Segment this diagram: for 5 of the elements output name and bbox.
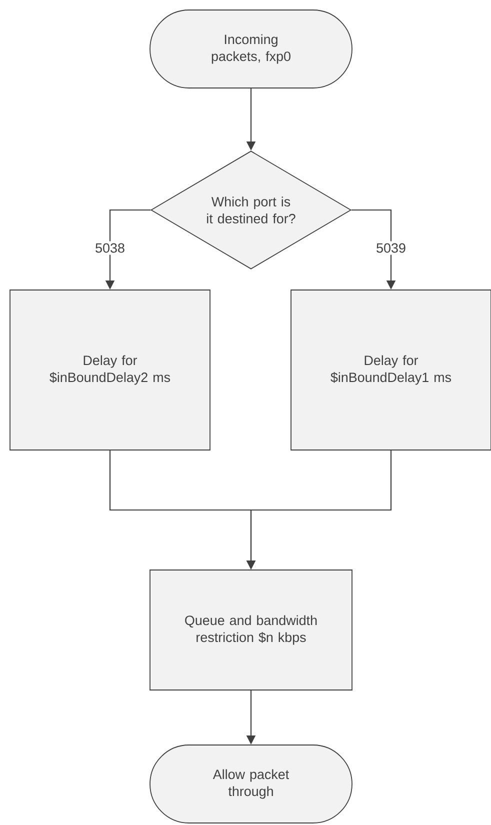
- process-box: Queue and bandwidth restriction $n kbps: [150, 570, 352, 690]
- edge-label: 5038: [93, 241, 127, 255]
- process-box: Delay for $inBoundDelay2 ms: [10, 290, 210, 450]
- process-box: Delay for $inBoundDelay1 ms: [290, 290, 491, 450]
- edge-label: 5039: [374, 241, 408, 255]
